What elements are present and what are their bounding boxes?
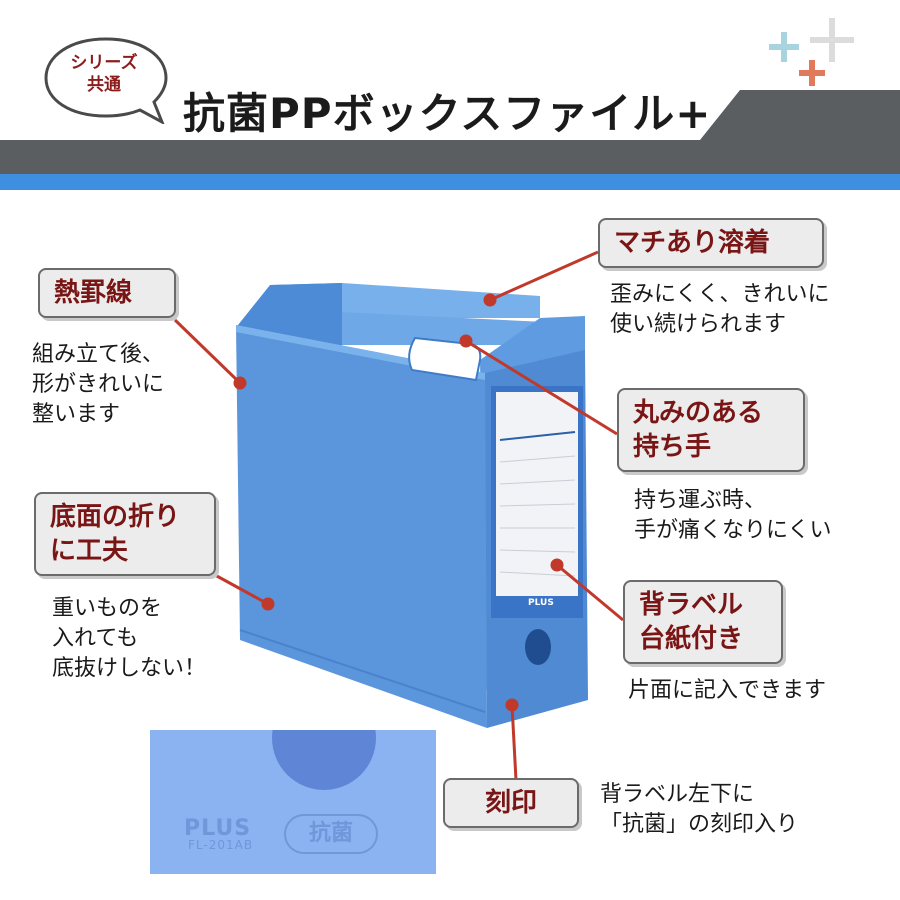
- description-line: 底抜けしない！: [52, 656, 207, 681]
- stamp-closeup: PLUS FL-201AB 抗菌: [150, 730, 436, 874]
- page-title: 抗菌PPボックスファイル+: [183, 89, 712, 138]
- feature-bottom-fold-label-line-1: 底面の折り: [50, 502, 181, 532]
- stamp-model-text: FL-201AB: [188, 838, 254, 852]
- feature-spine-label-label-line-2: 台紙付き: [639, 624, 744, 654]
- feature-rounded-handle-label-line-1: 丸みのある: [633, 398, 764, 428]
- antibacterial-stamp-mark: 抗菌: [284, 814, 378, 854]
- badge-line-2: 共通: [87, 75, 121, 95]
- description-line: 形がきれいに: [32, 372, 165, 397]
- description-line: 手が痛くなりにくい: [634, 518, 832, 543]
- feature-rounded-handle-description: 持ち運ぶ時、 手が痛くなりにくい: [634, 486, 832, 546]
- feature-spine-label-label-line-1: 背ラベル: [639, 590, 744, 620]
- series-common-badge: シリーズ 共通: [48, 52, 160, 96]
- feature-bottom-fold-description: 重いものを 入れても 底抜けしない！: [52, 594, 206, 684]
- feature-heat-crease-label-line: 熱罫線: [54, 278, 133, 308]
- feature-gusset-welding-description: 歪みにくく、きれいに 使い続けられます: [610, 280, 830, 340]
- spine-label-brand: PLUS: [528, 598, 554, 608]
- plus-decoration-icon: [769, 18, 854, 86]
- description-line: 片面に記入できます: [628, 678, 827, 703]
- feature-stamp-description: 背ラベル左下に 「抗菌」の刻印入り: [600, 780, 798, 840]
- description-line: 使い続けられます: [610, 312, 787, 337]
- feature-rounded-handle-label: 丸みのある 持ち手: [617, 388, 805, 472]
- feature-bottom-fold-label: 底面の折り に工夫: [34, 492, 216, 576]
- description-line: 背ラベル左下に: [600, 782, 755, 807]
- description-line: 歪みにくく、きれいに: [610, 282, 830, 307]
- series-common-bubble: [44, 37, 168, 124]
- feature-heat-crease-description: 組み立て後、 形がきれいに 整います: [32, 340, 164, 430]
- description-line: 組み立て後、: [32, 342, 165, 367]
- feature-gusset-welding-label-line: マチあり溶着: [614, 228, 771, 258]
- feature-spine-label-description: 片面に記入できます: [628, 676, 826, 706]
- description-line: 重いものを: [52, 596, 163, 621]
- feature-gusset-welding-label: マチあり溶着: [598, 218, 824, 268]
- feature-stamp-label-line: 刻印: [484, 788, 537, 818]
- description-line: 整います: [32, 402, 121, 427]
- description-line: 入れても: [52, 626, 139, 651]
- header-slant-shape: [700, 90, 900, 140]
- description-line: 「抗菌」の刻印入り: [600, 812, 799, 837]
- badge-line-1: シリーズ: [70, 53, 138, 73]
- feature-heat-crease-label: 熱罫線: [38, 268, 176, 318]
- feature-rounded-handle-label-line-2: 持ち手: [633, 432, 712, 462]
- feature-stamp-label: 刻印: [443, 778, 579, 828]
- description-line: 持ち運ぶ時、: [634, 488, 767, 513]
- stamp-brand-text: PLUS: [184, 816, 252, 841]
- header-gray-band: [0, 140, 900, 174]
- feature-spine-label-label: 背ラベル 台紙付き: [623, 580, 783, 664]
- header-blue-band: [0, 174, 900, 190]
- feature-bottom-fold-label-line-2: に工夫: [50, 536, 129, 566]
